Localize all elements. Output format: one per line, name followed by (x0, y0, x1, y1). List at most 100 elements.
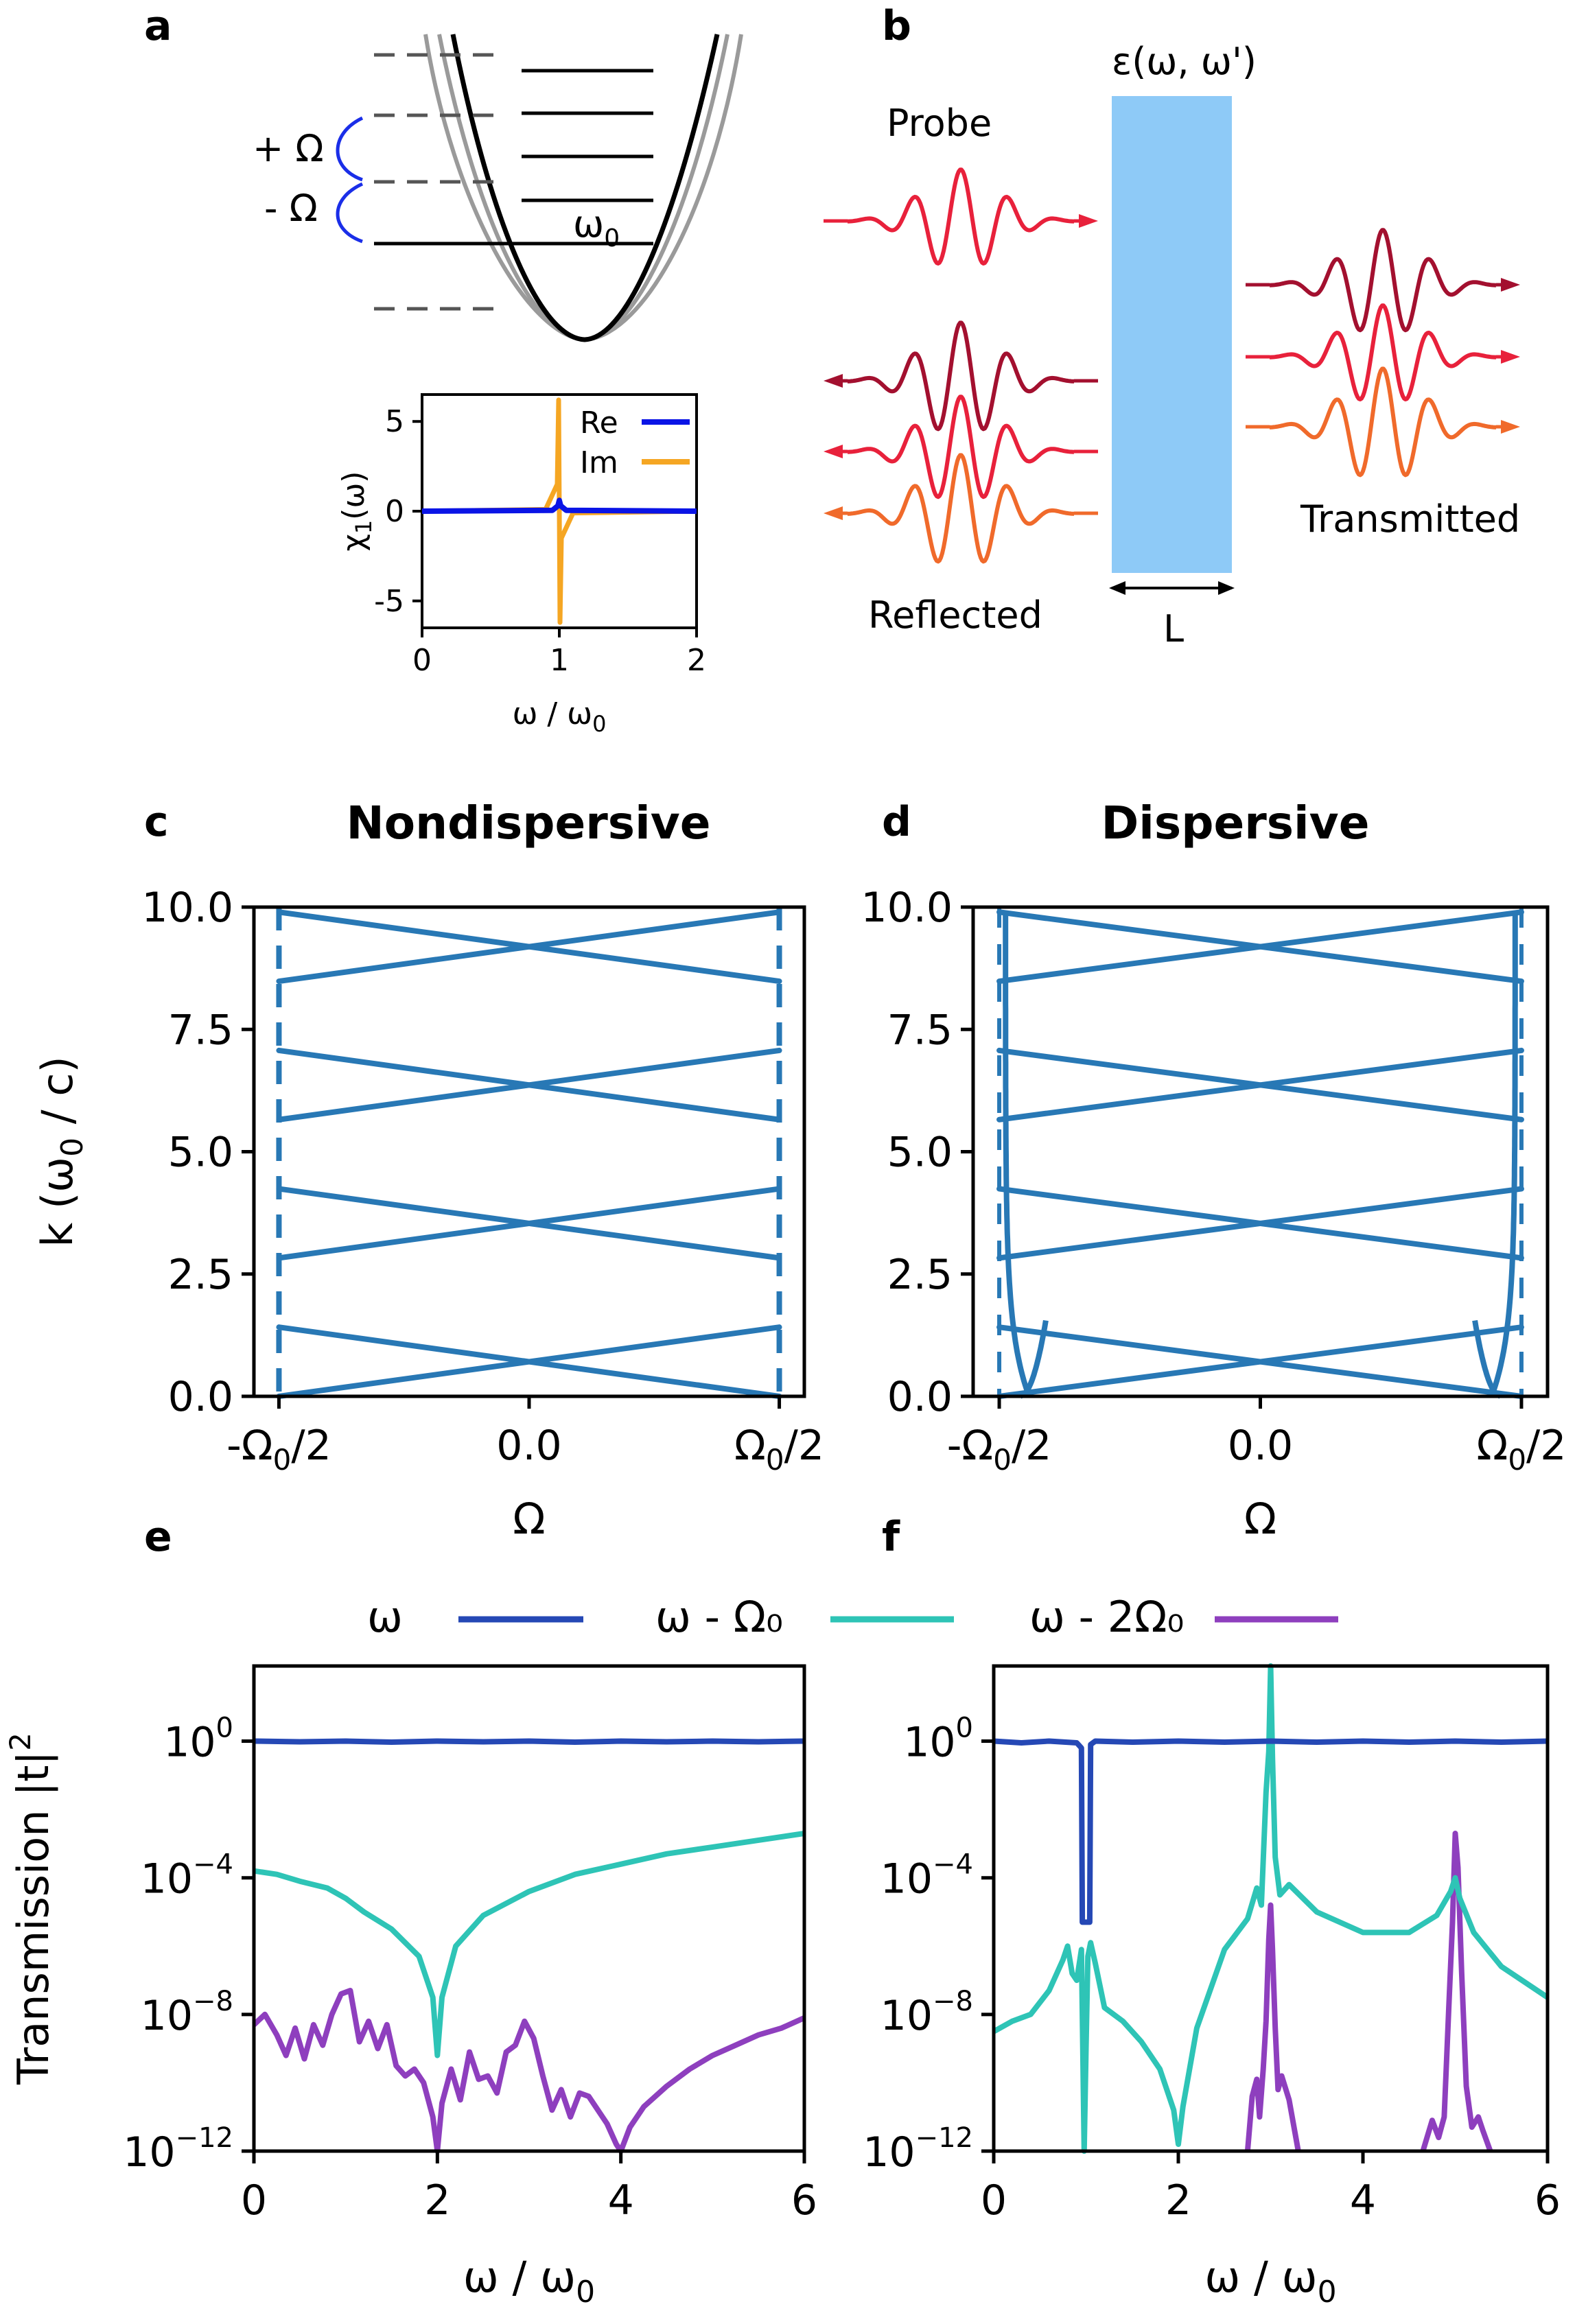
panel-label-c: c (144, 798, 169, 846)
tick-base: 10 (141, 1992, 193, 2040)
epsilon-label: ε(ω, ω') (1112, 40, 1257, 83)
series-line-omega-minus2 (1244, 1902, 1301, 2152)
series-line-omega (993, 1738, 1548, 1925)
text-part: /2 (291, 1422, 331, 1470)
y-tick-label: 7.5 (168, 1006, 233, 1054)
x-tick-label: 2 (1165, 2176, 1191, 2225)
x-tick-label: 0.0 (496, 1422, 561, 1470)
legend-label-omega-minus: ω - Ω₀ (655, 1592, 783, 1642)
text-subscript: 0 (1318, 2275, 1337, 2310)
tick-exponent: −8 (193, 1986, 233, 2017)
wave-packets (824, 167, 1520, 564)
x-tick-label: 1 (550, 643, 569, 678)
x-tick-label: 0 (981, 2176, 1007, 2225)
text-part: / c) (32, 1056, 82, 1138)
y-tick-label: 5.0 (168, 1129, 233, 1177)
band-line (276, 1047, 782, 1123)
y-tick-label: -5 (374, 584, 404, 619)
probe-label: Probe (887, 102, 992, 145)
panel-label-a: a (144, 2, 172, 50)
y-tick-label: 5 (385, 404, 404, 439)
plus-omega-label: + Ω (253, 127, 324, 170)
reflected-wave (847, 395, 1075, 500)
tick-base: 10 (880, 1992, 933, 2040)
tick-base: 10 (880, 1855, 933, 1903)
omega0-label: ω0 (573, 202, 620, 253)
y-tick-label: 0.0 (168, 1373, 233, 1421)
band-line (996, 1324, 1524, 1399)
inset-legend-label: Im (580, 445, 618, 480)
text-superscript: 2 (3, 1733, 37, 1751)
y-tick-label: 10−8 (141, 1986, 233, 2040)
text-part: /2 (784, 1422, 824, 1470)
chart-title-d: Dispersive (1101, 797, 1370, 849)
tick-base: 10 (863, 2128, 915, 2176)
tick-exponent: 0 (956, 1713, 973, 1744)
minus-omega-arc (336, 182, 364, 244)
y-axis-label: χ1(ω) (336, 471, 377, 552)
chart-title-c: Nondispersive (347, 797, 711, 849)
transmitted-wave-arrowhead (1501, 350, 1520, 364)
y-tick-label: 10−4 (880, 1849, 973, 1903)
tick-exponent: −4 (933, 1849, 973, 1881)
transmitted-label: Transmitted (1300, 497, 1520, 541)
dispersive-hook-curve (1018, 1319, 1049, 1399)
y-tick-label: 100 (163, 1713, 233, 1767)
dispersive-boundary-curve (1489, 911, 1518, 1396)
y-tick-label: 10−8 (880, 1986, 973, 2040)
x-tick-label: 4 (608, 2176, 634, 2225)
text-part: Ω (1476, 1422, 1508, 1470)
tick-exponent: −8 (933, 1986, 973, 2017)
y-tick-label: 100 (903, 1713, 973, 1767)
transmitted-wave (1269, 366, 1497, 478)
text-part: -Ω (226, 1422, 273, 1470)
y-tick-label: 10.0 (861, 884, 953, 932)
series-line-omega-minus (253, 1831, 805, 2058)
slab-schematic: ε(ω, ω') L Probe Reflected Transmitted (824, 40, 1520, 650)
reflected-wave (847, 453, 1075, 564)
x-axis-label: ω / ω0 (463, 2252, 595, 2310)
x-tick-label: 0.0 (1228, 1422, 1293, 1470)
length-arrow-head-right (1218, 581, 1235, 595)
x-axis-label: ω / ω0 (1204, 2252, 1336, 2310)
plot-frame (992, 1664, 1550, 2153)
x-tick-label: 2 (687, 643, 706, 678)
series-line-omega-minus2 (252, 1988, 806, 2154)
band-line (276, 909, 782, 985)
x-tick-label: 4 (1350, 2176, 1376, 2225)
minus-omega-label: - Ω (264, 187, 318, 230)
tick-base: 10 (903, 1719, 955, 1767)
y-tick-label: 10.0 (141, 884, 233, 932)
text-subscript: 0 (576, 2275, 595, 2310)
reflected-wave-arrowhead (824, 374, 843, 388)
y-tick-label: 7.5 (887, 1006, 953, 1054)
series-line-re (421, 497, 697, 514)
y-tick-label: 10−12 (123, 2122, 233, 2176)
y-tick-label: 2.5 (887, 1251, 953, 1299)
text-part: k (ω (32, 1157, 82, 1247)
y-tick-label: 10−4 (141, 1849, 233, 1903)
band-line (996, 909, 1524, 985)
text-part: (ω) (336, 471, 371, 520)
reflected-wave (847, 320, 1075, 432)
x-tick-label: 2 (424, 2176, 450, 2225)
plus-omega-arc (336, 116, 364, 182)
dispersive-hook-curve (1472, 1319, 1502, 1399)
text-subscript: 0 (993, 1443, 1012, 1477)
probe-wave (847, 167, 1075, 266)
band-line (996, 1047, 1524, 1123)
plot-frame (252, 1664, 806, 2153)
plot-frame (971, 905, 1550, 1398)
x-axis-label: ω / ω0 (513, 696, 607, 737)
potential-curve-grey-right (423, 34, 743, 342)
text-part: ω / ω (513, 696, 593, 731)
x-tick-label: -Ω0/2 (947, 1422, 1052, 1477)
x-tick-label: 6 (791, 2176, 817, 2225)
series-line-omega-minus (992, 1663, 1550, 2154)
x-axis-label: Ω (1244, 1494, 1276, 1544)
y-axis-label: Transmission |t|2 (3, 1733, 59, 2085)
transmitted-wave (1269, 303, 1497, 401)
